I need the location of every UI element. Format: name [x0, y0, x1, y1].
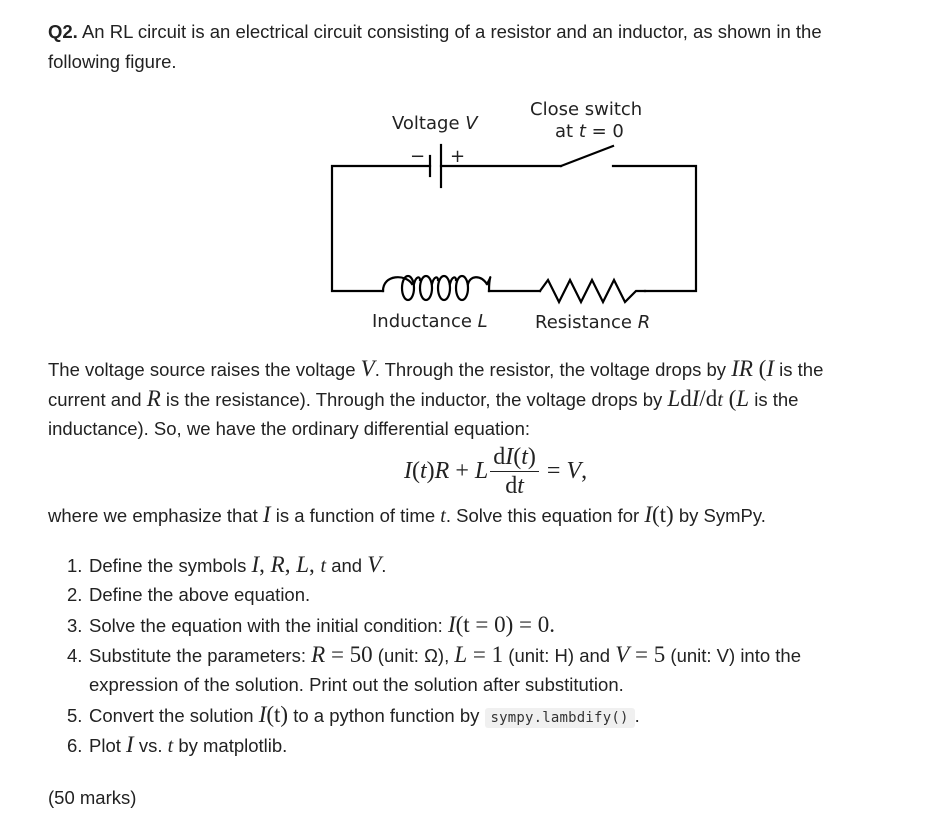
switch-label-line1: Close switch: [530, 99, 642, 120]
question-intro-line1: Q2. An RL circuit is an electrical circu…: [48, 21, 822, 42]
voltage-label: Voltage V: [392, 113, 479, 134]
inductor-coil-4: [454, 274, 470, 302]
inductor-coil-3: [436, 274, 452, 302]
task-item-4-line2: expression of the solution. Print out th…: [89, 674, 624, 695]
task-item-3: 3.Solve the equation with the initial co…: [67, 612, 556, 637]
task-item-2: 2.Define the above equation.: [67, 584, 311, 605]
inductor-coil-2: [418, 274, 434, 302]
lambdify-code: sympy.lambdify(): [484, 708, 635, 728]
after-equation-text: where we emphasize that I is a function …: [48, 502, 766, 527]
switch-arm: [559, 144, 615, 168]
question-intro-line2: following figure.: [48, 51, 177, 72]
battery-minus-sign: −: [410, 146, 425, 167]
wire-right: [611, 164, 698, 293]
rl-circuit-diagram: Voltage V − + Close switch at t = 0 Indu…: [330, 99, 698, 333]
resistor: [538, 277, 647, 305]
inductor-ends: [381, 276, 492, 293]
paragraph-line3: inductance). So, we have the ordinary di…: [48, 418, 530, 439]
wire-left: [330, 164, 432, 293]
inductor-coil-1: [400, 274, 416, 302]
inductor-links: [412, 276, 489, 286]
ode-equation: I(t)R + L dI(t) dt = V,: [404, 443, 588, 499]
marks-label: (50 marks): [48, 787, 137, 808]
resistance-label: Resistance R: [535, 312, 650, 333]
inductance-label: Inductance L: [372, 311, 488, 332]
task-item-4: 4.Substitute the parameters: R = 50 (uni…: [67, 642, 801, 667]
paragraph-line2: current and R is the resistance). Throug…: [48, 386, 799, 411]
question-label: Q2.: [48, 21, 78, 42]
task-item-1: 1.Define the symbols I, R, L, t and V.: [67, 552, 387, 577]
derivative-fraction: dI(t) dt: [490, 444, 539, 499]
task-item-6: 6.Plot I vs. t by matplotlib.: [67, 732, 288, 757]
switch-label-line2: at t = 0: [555, 121, 624, 142]
battery-plus-sign: +: [450, 146, 465, 167]
paragraph-line1: The voltage source raises the voltage V.…: [48, 356, 824, 381]
task-item-5: 5.Convert the solution I(t) to a python …: [67, 702, 640, 728]
